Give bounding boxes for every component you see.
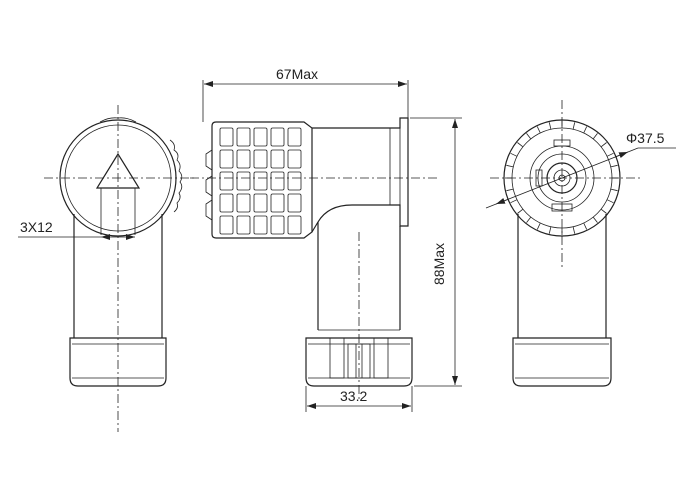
knurl-square xyxy=(236,149,251,169)
grip-left-knurl xyxy=(205,149,213,221)
knurl-ridge xyxy=(606,199,614,204)
knurl-ridge xyxy=(572,226,576,234)
knurl-ridge xyxy=(548,226,552,234)
knurl-ridge xyxy=(572,122,576,130)
right-view: Φ37.5 xyxy=(485,100,676,387)
knurl-ridge xyxy=(536,126,541,134)
knurl-square xyxy=(287,171,302,191)
knurl-ridge xyxy=(592,133,598,140)
diameter-dimension-label: Φ37.5 xyxy=(626,130,665,146)
knurl-square xyxy=(253,127,268,147)
knurl-ridge xyxy=(526,133,532,140)
knurl-ridge xyxy=(517,142,524,148)
left-knurl-edge xyxy=(169,139,183,213)
knurl-ridge xyxy=(506,188,514,192)
knurl-square xyxy=(236,127,251,147)
diameter-arrow-right xyxy=(614,151,629,159)
elbow-body xyxy=(311,117,409,233)
knurl-square xyxy=(287,149,302,169)
knurl-ridge xyxy=(583,222,588,230)
middle-view: 67Max 88Max 33.2 xyxy=(190,66,462,412)
knurl-square xyxy=(270,193,285,213)
knurl-ridge xyxy=(600,142,607,148)
clip-right xyxy=(373,337,389,379)
knurl-ridge xyxy=(592,216,598,223)
clip-left xyxy=(329,337,345,379)
diameter-arrow-left xyxy=(495,197,510,205)
knurl-square xyxy=(270,127,285,147)
clip-center xyxy=(347,343,371,379)
knurl-square xyxy=(253,193,268,213)
knurl-square xyxy=(287,215,302,235)
knurl-square xyxy=(236,171,251,191)
knurl-ridge xyxy=(526,216,532,223)
knurl-ridge xyxy=(548,122,552,130)
height-dimension-label: 88Max xyxy=(431,243,447,285)
knurl-grid xyxy=(219,127,302,235)
knurl-ridge xyxy=(600,208,607,214)
knurl-ridge xyxy=(606,152,614,157)
pin-dimension-label: 3X12 xyxy=(20,219,53,235)
width-dimension-label: 67Max xyxy=(276,66,318,82)
knurl-square xyxy=(219,171,234,191)
knurl-square xyxy=(219,127,234,147)
left-cap xyxy=(69,337,167,387)
grip-block xyxy=(211,121,313,239)
knurl-square xyxy=(253,215,268,235)
knurl-square xyxy=(219,193,234,213)
knurl-square xyxy=(270,171,285,191)
base-dimension-label: 33.2 xyxy=(340,388,367,404)
knurl-square xyxy=(253,149,268,169)
diameter-dim-line xyxy=(485,147,639,209)
knurl-ridge xyxy=(517,208,524,214)
knurl-ridge xyxy=(506,164,514,168)
knurl-ridge xyxy=(536,222,541,230)
knurl-square xyxy=(287,127,302,147)
knurl-ridge xyxy=(583,126,588,134)
knurl-square xyxy=(253,171,268,191)
knurl-square xyxy=(219,149,234,169)
knurl-ridge xyxy=(510,199,518,204)
knurl-square xyxy=(287,193,302,213)
knurl-square xyxy=(236,215,251,235)
right-cap xyxy=(512,337,612,387)
knurl-ridge xyxy=(610,188,618,192)
knurl-ridge xyxy=(610,164,618,168)
knurl-square xyxy=(270,149,285,169)
knurl-square xyxy=(236,193,251,213)
knurl-ridge xyxy=(510,152,518,157)
base-cap xyxy=(305,337,413,387)
knurl-square xyxy=(270,215,285,235)
left-view: 3X12 xyxy=(18,105,195,432)
right-knurl-ring xyxy=(505,121,619,235)
triangle-arrow-icon xyxy=(95,152,141,189)
knurl-square xyxy=(219,215,234,235)
